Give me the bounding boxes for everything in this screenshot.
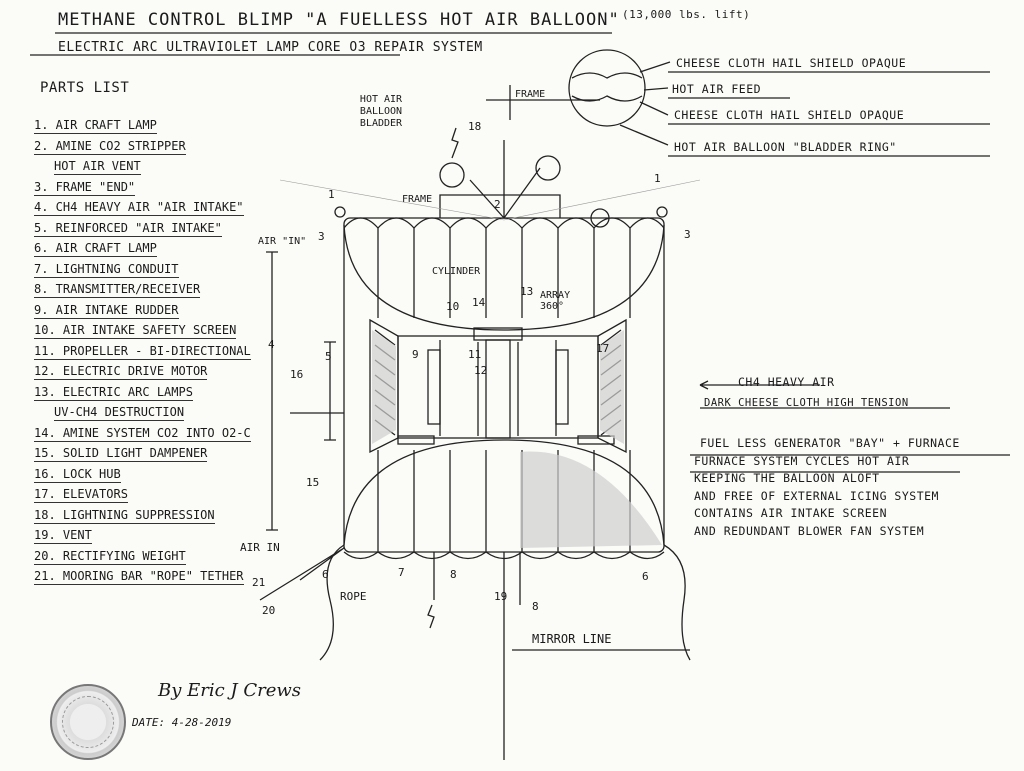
parts-list-item: 7. Lightning conduit: [34, 261, 179, 278]
parts-list-item: 14. Amine system CO2 into O2-C: [34, 425, 251, 442]
callout-dark-cheese-cloth: Dark cheese cloth high tension: [704, 397, 909, 409]
generator-note-line: keeping the balloon aloft: [694, 471, 880, 485]
parts-list-item: 6. Air craft lamp: [34, 241, 157, 257]
generator-note-line: Furnace system cycles hot air: [694, 453, 910, 468]
num-15: 15: [306, 476, 320, 489]
callout-bladder-ring: Hot air balloon "bladder ring": [674, 140, 897, 154]
parts-list-heading: Parts List: [40, 80, 130, 96]
num-16: 16: [290, 368, 304, 381]
label-air-in-top: Air "In": [258, 236, 307, 247]
parts-list-item: 15. Solid light dampener: [34, 446, 208, 462]
hail-shield-detail-circle: [568, 49, 646, 127]
num-8-left: 8: [450, 568, 457, 581]
lift-note: (13,000 lbs. lift): [622, 8, 751, 21]
num-9: 9: [412, 348, 419, 361]
engineer-seal-stamp: [50, 684, 126, 760]
parts-list-item: 5. Reinforced "Air Intake": [34, 220, 222, 237]
num-4: 4: [268, 338, 275, 351]
label-frame-top: Frame: [515, 89, 546, 100]
callout-cheese-cloth-top: Cheese cloth hail shield opaque: [676, 56, 907, 70]
num-11: 11: [468, 348, 482, 361]
parts-list-item: 21. Mooring bar "Rope" tether: [34, 569, 244, 585]
callout-cheese-cloth-mid: Cheese cloth hail shield opaque: [674, 108, 905, 122]
generator-note-line: and redundant blower fan system: [694, 523, 925, 538]
parts-list-item: Hot air vent: [54, 159, 141, 175]
parts-list-item: 18. Lightning Suppression: [34, 507, 215, 524]
num-7: 7: [398, 566, 405, 579]
num-13: 13: [520, 285, 534, 298]
callout-hot-air-feed: Hot air feed: [672, 82, 762, 96]
num-6-left: 6: [322, 568, 329, 581]
parts-list-item: 11. Propeller - Bi-Directional: [34, 343, 251, 360]
num-3-right: 3: [684, 228, 691, 241]
num-14: 14: [472, 296, 486, 309]
drawing-subtitle: Electric Arc Ultraviolet Lamp Core O3 Re…: [58, 40, 483, 55]
parts-list-item: 10. Air intake safety screen: [34, 323, 237, 339]
label-air-in-bottom: Air In: [240, 541, 280, 554]
num-1-left: 1: [328, 188, 335, 201]
num-20: 20: [262, 604, 276, 617]
parts-list-item: 1. Air craft lamp: [34, 118, 157, 134]
parts-list-item: 2. Amine CO2 Stripper: [34, 138, 186, 155]
num-12: 12: [474, 364, 488, 377]
num-1-right: 1: [654, 172, 661, 185]
parts-list-item: 12. Electric drive motor: [34, 364, 208, 380]
num-19: 19: [494, 590, 508, 603]
parts-list-item: 16. Lock hub: [34, 466, 121, 483]
drawing-title: Methane Control Blimp "A fuelless Hot ai…: [58, 10, 620, 30]
label-hot-air-bladder: Hot air balloon bladder: [359, 94, 403, 129]
parts-list-item: 13. Electric Arc Lamps: [34, 384, 193, 401]
parts-list-item: 3. Frame "End": [34, 179, 136, 196]
num-5: 5: [325, 350, 332, 363]
num-18: 18: [468, 120, 482, 133]
label-cylinder: Cylinder: [432, 266, 481, 277]
parts-list-item: 20. Rectifying weight: [34, 548, 186, 565]
label-array: Array 360°: [540, 290, 571, 312]
num-3-left: 3: [318, 230, 325, 243]
parts-list-item: 17. Elevators: [34, 487, 128, 503]
label-rope: Rope: [340, 590, 367, 603]
num-6-right: 6: [642, 570, 649, 583]
parts-list-item: 4. CH4 Heavy Air "Air Intake": [34, 200, 244, 216]
num-17: 17: [596, 342, 610, 355]
callout-ch4-heavy-air: CH4 Heavy Air: [738, 375, 835, 389]
generator-note-line: contains air intake screen: [694, 506, 888, 520]
generator-note-line: and free of external icing system: [694, 488, 939, 503]
signature: By Eric J Crews: [158, 680, 302, 701]
num-21: 21: [252, 576, 266, 589]
label-mirror-line: Mirror line: [532, 632, 612, 646]
num-10: 10: [446, 300, 460, 313]
parts-list-item: 8. Transmitter/Receiver: [34, 282, 201, 298]
num-2: 2: [494, 198, 501, 211]
parts-list-item: 19. Vent: [34, 528, 92, 544]
signature-date: Date: 4-28-2019: [132, 716, 232, 729]
label-frame: Frame: [402, 194, 433, 205]
generator-note-line: Fuel less generator "bay" + furnace: [700, 436, 960, 450]
parts-list-item: 9. Air intake rudder: [34, 302, 179, 319]
parts-list-item: UV-CH4 Destruction: [54, 405, 185, 421]
num-8-right: 8: [532, 600, 539, 613]
